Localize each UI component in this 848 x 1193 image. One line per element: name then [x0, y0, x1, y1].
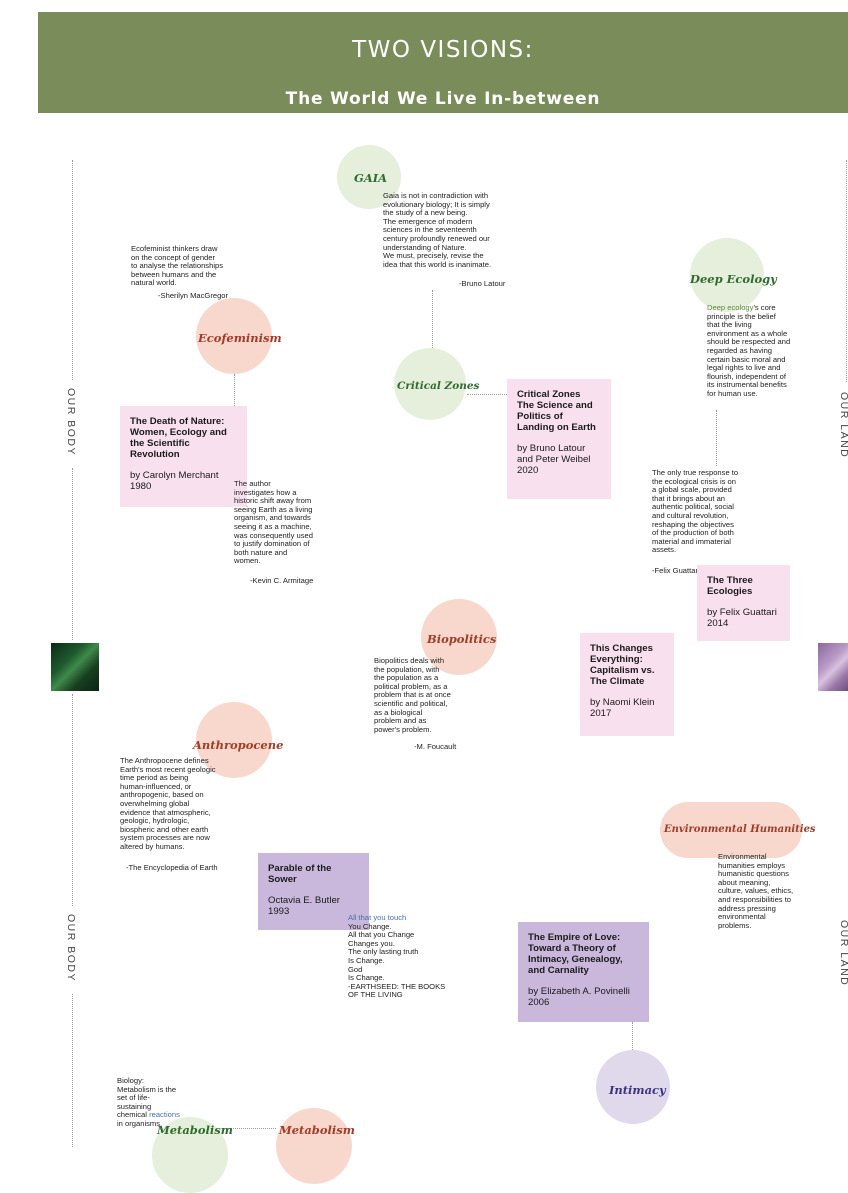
gaia-quote-author: -Bruno Latour: [459, 279, 506, 288]
book-parable-of-the-sower-title: Parable of the Sower: [268, 863, 332, 885]
book-three-ecologies: The Three Ecologies by Felix Guattari 20…: [697, 565, 790, 641]
side-label-left-bottom: OUR BODY: [65, 914, 77, 983]
left-rail-lower: [72, 694, 73, 906]
header-banner: TWO VISIONS: The World We Live In-betwee…: [38, 12, 848, 113]
book-this-changes-everything: This Changes Everything: Capitalism vs. …: [580, 633, 674, 736]
biopolitics-label: Biopolitics: [427, 632, 497, 646]
book-death-of-nature-title: The Death of Nature: Women, Ecology and …: [130, 416, 227, 460]
guattari-quote: The only true response to the ecological…: [652, 468, 739, 555]
metabolism-pink-label: Metabolism: [279, 1123, 355, 1137]
ecofeminism-quote: Ecofeminist thinkers draw on the concept…: [131, 244, 224, 288]
right-rail-top: [846, 160, 847, 382]
biopolitics-quote: Biopolitics deals with the population, w…: [374, 656, 451, 734]
metabolism-quote-highlight-end: .: [160, 1118, 163, 1128]
book-critical-zones-author: by Bruno Latour and Peter Weibel 2020: [517, 443, 591, 476]
left-rail-mid: [72, 468, 73, 640]
intimacy-circle: [596, 1050, 670, 1124]
book-three-ecologies-title: The Three Ecologies: [707, 575, 753, 597]
metabolism-quote-end: in organisms: [117, 1118, 161, 1128]
page-title: TWO VISIONS:: [352, 37, 534, 63]
side-label-left-top: OUR BODY: [65, 388, 77, 457]
book-critical-zones: Critical Zones The Science and Politics …: [507, 379, 611, 499]
intimacy-connector: [632, 1022, 633, 1050]
critical-zones-circle: [394, 348, 466, 420]
parable-quote-body: You Change. All that you Change Changes …: [348, 921, 446, 1000]
book-parable-of-the-sower-author: Octavia E. Butler 1993: [268, 895, 340, 917]
left-rail-top: [72, 160, 73, 380]
book-three-ecologies-author: by Felix Guattari 2014: [707, 607, 777, 629]
ecofeminism-circle: [196, 298, 272, 374]
anthropocene-quote-author: -The Encyclopedia of Earth: [126, 863, 218, 872]
book-critical-zones-title: Critical Zones The Science and Politics …: [517, 389, 596, 433]
guattari-quote-author: -Felix Guattari: [652, 566, 700, 575]
environmental-humanities-label: Environmental Humanities: [664, 824, 816, 835]
biopolitics-circle: [421, 599, 497, 675]
metabolism-quote: Biology: Metabolism is the set of life- …: [117, 1076, 197, 1129]
metabolism-quote-body: Biology: Metabolism is the set of life- …: [117, 1076, 177, 1120]
death-of-nature-quote-author: -Kevin C. Armitage: [250, 576, 314, 585]
gaia-connector: [432, 290, 433, 348]
deep-ecology-label: Deep Ecology: [690, 272, 777, 286]
metabolism-quote-highlight: reactions: [149, 1110, 180, 1120]
left-landscape-thumbnail: [51, 643, 99, 691]
ecofeminism-quote-author: -Sherilyn MacGregor: [158, 291, 229, 300]
ecofeminism-connector: [234, 374, 235, 406]
book-empire-of-love: The Empire of Love: Toward a Theory of I…: [518, 922, 649, 1022]
metabolism-connector: [228, 1128, 276, 1129]
gaia-circle: [337, 145, 401, 209]
left-rail-bottom: [72, 994, 73, 1147]
book-this-changes-everything-title: This Changes Everything: Capitalism vs. …: [590, 643, 655, 687]
metabolism-green-label: Metabolism: [157, 1123, 233, 1137]
critical-zones-label: Critical Zones: [397, 380, 480, 392]
deep-ecology-quote: Deep ecology's core principle is the bel…: [707, 303, 807, 399]
book-empire-of-love-title: The Empire of Love: Toward a Theory of I…: [528, 932, 623, 976]
death-of-nature-quote: The author investigates how a historic s…: [234, 479, 313, 566]
metabolism-pink-circle: [276, 1108, 352, 1184]
environmental-humanities-quote: Environmental humanities employs humanis…: [718, 852, 794, 930]
page-subtitle: The World We Live In-between: [285, 89, 601, 109]
parable-quote: All that you touch You Change. All that …: [348, 913, 448, 1000]
parable-quote-highlight: All that you touch: [348, 913, 407, 922]
book-empire-of-love-author: by Elizabeth A. Povinelli 2006: [528, 986, 630, 1008]
deep-ecology-quote-body: 's core principle is the belief that the…: [707, 303, 791, 398]
anthropocene-label: Anthropocene: [193, 738, 284, 752]
ecofeminism-label: Ecofeminism: [198, 331, 282, 345]
side-label-right-top: OUR LAND: [838, 392, 848, 459]
gaia-label: GAIA: [354, 171, 388, 185]
book-this-changes-everything-author: by Naomi Klein 2017: [590, 697, 655, 719]
gaia-quote: Gaia is not in contradiction with evolut…: [383, 191, 492, 269]
intimacy-label: Intimacy: [609, 1083, 666, 1097]
anthropocene-quote: The Anthropocene defines Earth's most re…: [120, 756, 216, 851]
deep-ecology-circle: [690, 238, 764, 312]
environmental-humanities-circle: [660, 802, 802, 858]
biopolitics-quote-author: -M. Foucault: [414, 742, 457, 751]
book-death-of-nature-author: by Carolyn Merchant 1980: [130, 470, 219, 492]
book-death-of-nature: The Death of Nature: Women, Ecology and …: [120, 406, 247, 507]
deep-ecology-connector: [716, 410, 717, 466]
deep-ecology-highlight: Deep ecology: [707, 303, 754, 312]
right-landscape-thumbnail: [818, 643, 848, 691]
side-label-right-bottom: OUR LAND: [838, 920, 848, 987]
anthropocene-circle: [196, 702, 272, 778]
book-parable-of-the-sower: Parable of the Sower Octavia E. Butler 1…: [258, 853, 369, 930]
critical-zones-connector: [467, 394, 507, 395]
